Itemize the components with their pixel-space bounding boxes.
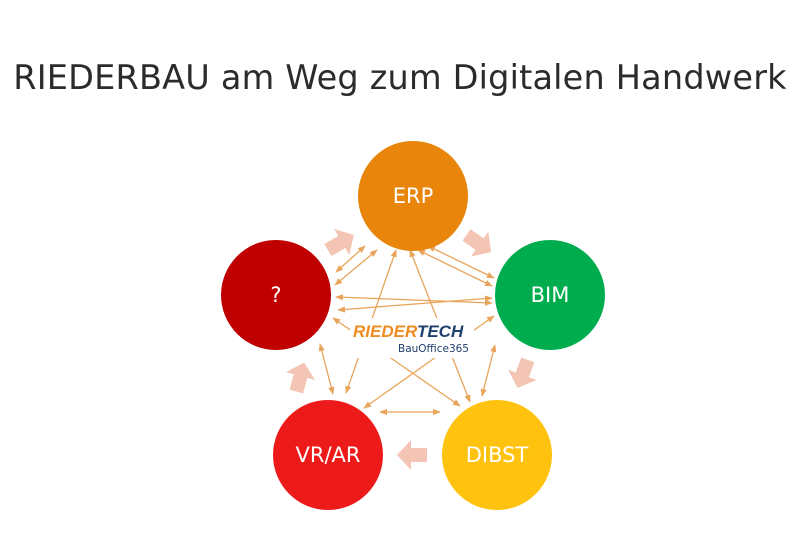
cycle-arrow-bim-dibst [508,357,537,389]
node-erp: ERP [358,141,468,251]
node-erp-label: ERP [393,184,434,208]
node-dibst: DIBST [442,400,552,510]
connector-erp-bim [417,249,493,287]
node-question-label: ? [270,283,281,307]
logo-product: BauOffice365 [398,343,469,355]
cycle-arrow-dibst-vrar [397,440,427,470]
cycle-arrow-erp-bim [462,229,492,257]
node-question: ? [221,240,331,350]
node-bim: BIM [495,240,605,350]
node-vrar-label: VR/AR [296,443,361,467]
connector-q-vrar [318,343,335,395]
logo-brand: RIEDERTECH [353,322,464,341]
node-vrar: VR/AR [273,400,383,510]
cycle-arrow-q-erp [324,229,354,257]
logo-brand-part2: TECH [417,322,464,341]
node-dibst-label: DIBST [466,443,529,467]
logo-brand-part1: RIEDER [353,322,418,341]
cycle-arrow-vrar-q [286,362,316,394]
cycle-arrows [286,229,537,470]
slide-title: RIEDERBAU am Weg zum Digitalen Handwerk [13,58,787,97]
connector-bim-dibst [480,344,497,397]
center-logo: RIEDERTECH BauOffice365 [350,318,474,358]
node-bim-label: BIM [531,283,570,307]
